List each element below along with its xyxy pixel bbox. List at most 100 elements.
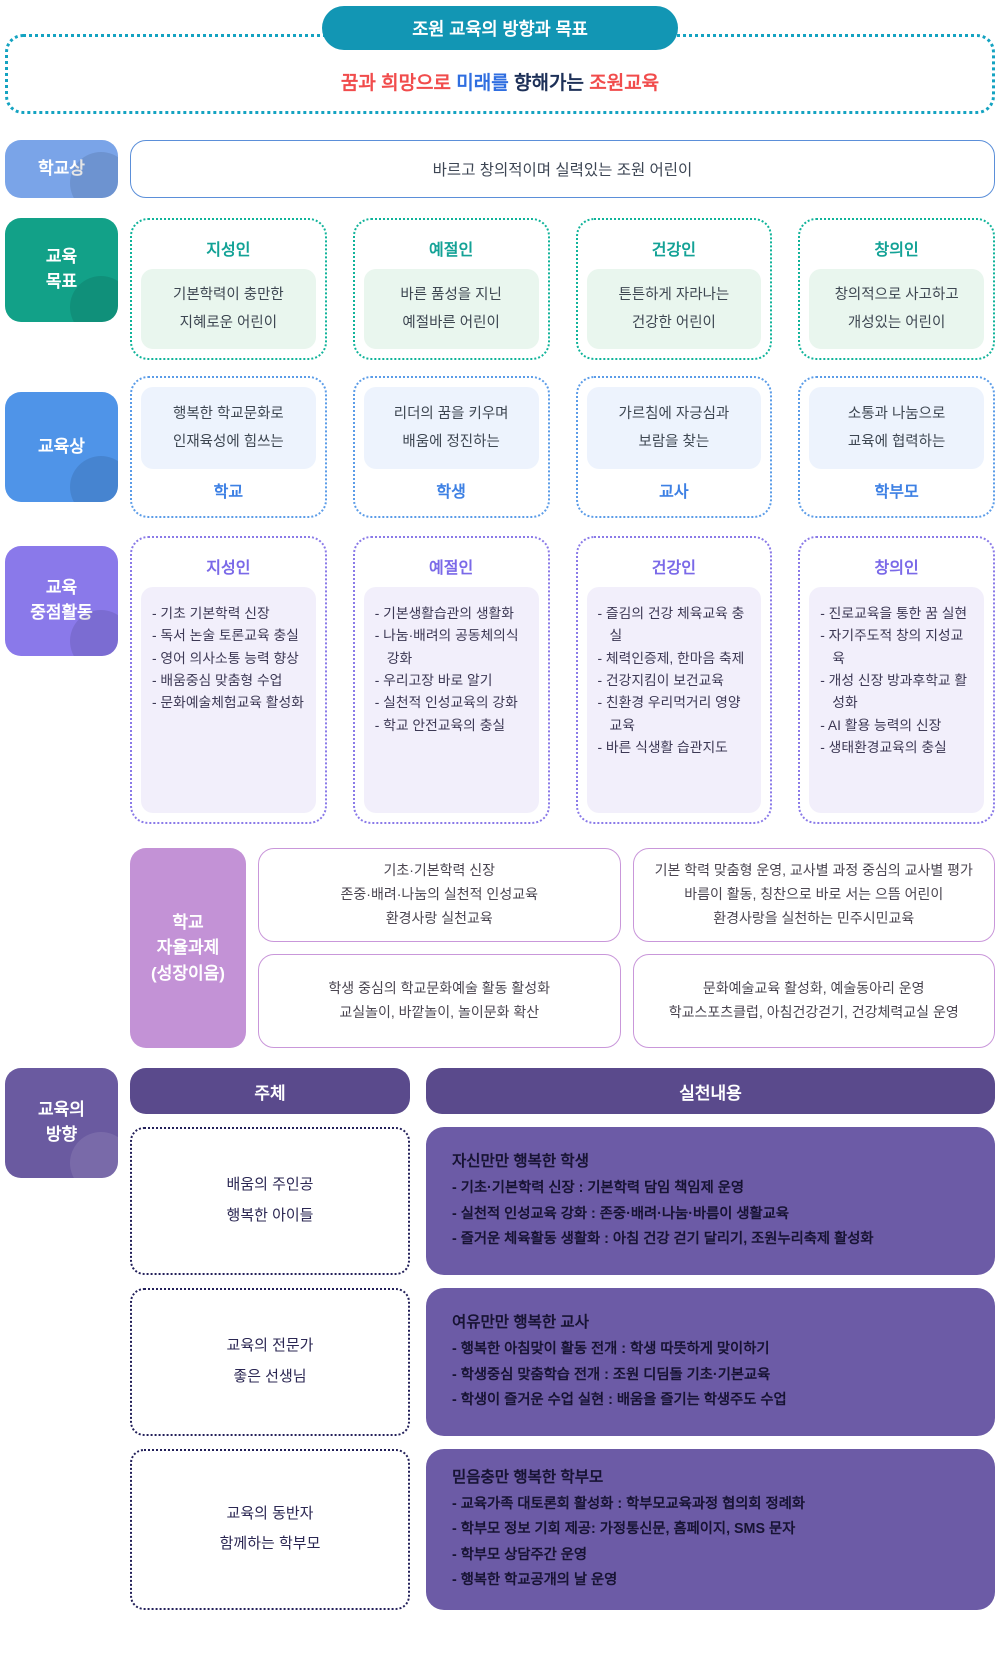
focus-bullet: - 배움중심 맞춤형 수업 xyxy=(152,673,283,689)
edu-image-grid: 행복한 학교문화로 인재육성에 힘쓰는 학교 리더의 꿈을 키우며 배움에 정진… xyxy=(130,376,995,518)
direction-content: 믿음충만 행복한 학부모 - 교육가족 대토론회 활성화 : 학부모교육과정 협… xyxy=(426,1449,995,1610)
focus-bullet: - 친환경 우리먹거리 영양교육 xyxy=(597,695,741,733)
direction-bullet: - 실천적 인성교육 강화 : 존중·배려·나눔·바름이 생활교육 xyxy=(452,1205,790,1222)
focus-bullet: - 바른 식생활 습관지도 xyxy=(597,740,728,756)
focus-card: 지성인 - 기초 기본학력 신장 - 독서 논술 토론교육 충실 - 영어 의사… xyxy=(130,536,327,824)
autonomy-box: 문화예술교육 활성화, 예술동아리 운영 학교스포츠클럽, 아침건강걷기, 건강… xyxy=(632,954,995,1048)
edu-image-title: 학교 xyxy=(213,484,244,501)
edu-goals-grid: 지성인 기본학력이 충만한 지혜로운 어린이 예절인 바른 품성을 지닌 예절바… xyxy=(130,218,995,360)
edu-image-title: 학생 xyxy=(436,484,466,501)
focus-activities-section: 교육 중점활동 지성인 - 기초 기본학력 신장 - 독서 논술 토론교육 충실… xyxy=(5,536,995,824)
edu-image-card: 소통과 나눔으로 교육에 협력하는 학부모 xyxy=(798,376,995,518)
edu-image-section: 교육상 행복한 학교문화로 인재육성에 힘쓰는 학교 리더의 꿈을 키우며 배움… xyxy=(5,376,995,518)
direction-heading: 여유만만 행복한 교사 xyxy=(452,1314,589,1332)
goal-title: 예절인 xyxy=(429,242,474,259)
column-header-content: 실천내용 xyxy=(426,1068,995,1114)
focus-title: 창의인 xyxy=(874,560,919,577)
edu-image-desc: 리더의 꿈을 키우며 배움에 정진하는 xyxy=(363,387,539,469)
focus-card: 예절인 - 기본생활습관의 생활화 - 나눔·배려의 공동체의식 강화 - 우리… xyxy=(352,536,550,824)
slogan-part-4: 조원교육 xyxy=(589,72,660,94)
page-title: 조원 교육의 방향과 목표 xyxy=(322,6,678,50)
focus-bullet: - 독서 논술 토론교육 충실 xyxy=(152,628,299,644)
slogan-part-3: 향해가는 xyxy=(514,72,590,94)
goal-desc: 바른 품성을 지닌 예절바른 어린이 xyxy=(363,269,539,349)
edu-image-title: 학부모 xyxy=(874,484,919,501)
edu-image-card: 가르침에 자긍심과 보람을 찾는 교사 xyxy=(575,376,773,518)
edu-image-label: 교육상 xyxy=(5,392,118,502)
focus-activities-label: 교육 중점활동 xyxy=(5,546,118,656)
focus-bullet-list: - 진로교육을 통한 꿈 실현 - 자기주도적 창의 지성교육 - 개성 신장 … xyxy=(809,587,984,813)
focus-title: 지성인 xyxy=(206,560,251,577)
autonomy-box: 기본 학력 맞춤형 운영, 교사별 과정 중심의 교사별 평가 바름이 활동, … xyxy=(632,848,995,942)
slogan: 꿈과 희망으로 미래를 향해가는 조원교육 xyxy=(341,68,659,95)
school-image-text: 바르고 창의적이며 실력있는 조원 어린이 xyxy=(130,140,995,198)
autonomy-section: 학교 자율과제 (성장이음) 기초·기본학력 신장 존중·배려·나눔의 실천적 … xyxy=(130,848,995,1048)
focus-bullet-list: - 기초 기본학력 신장 - 독서 논술 토론교육 충실 - 영어 의사소통 능… xyxy=(141,587,316,813)
edu-image-desc: 가르침에 자긍심과 보람을 찾는 xyxy=(586,387,762,469)
edu-image-card: 리더의 꿈을 키우며 배움에 정진하는 학생 xyxy=(352,376,550,518)
slogan-part-1: 꿈과 희망으로 xyxy=(340,72,457,94)
focus-bullet-list: - 즐김의 건강 체육교육 충실 - 체력인증제, 한마음 축제 - 건강지킴이… xyxy=(586,587,762,813)
focus-bullet: - 자기주도적 창의 지성교육 xyxy=(820,628,964,666)
focus-bullet: - 생태환경교육의 충실 xyxy=(820,740,947,756)
direction-content: 여유만만 행복한 교사 - 행복한 아침맞이 활동 전개 : 학생 따뜻하게 맞… xyxy=(426,1288,995,1436)
direction-section: 교육의 방향 주체 실천내용 배움의 주인공 행복한 아이들 자신만만 행복한 … xyxy=(5,1068,995,1610)
header-section: 조원 교육의 방향과 목표 꿈과 희망으로 미래를 향해가는 조원교육 xyxy=(5,6,995,114)
focus-bullet: - 나눔·배려의 공동체의식 강화 xyxy=(374,628,519,666)
focus-bullet: - 체력인증제, 한마음 축제 xyxy=(597,650,745,666)
autonomy-grid: 기초·기본학력 신장 존중·배려·나눔의 실천적 인성교육 환경사랑 실천교육 … xyxy=(258,848,995,1048)
direction-bullet: - 학생중심 맞춤학습 전개 : 조원 디딤돌 기초·기본교육 xyxy=(452,1366,771,1383)
focus-title: 예절인 xyxy=(429,560,474,577)
direction-label: 교육의 방향 xyxy=(5,1068,118,1178)
focus-title: 건강인 xyxy=(651,560,696,577)
edu-image-desc: 행복한 학교문화로 인재육성에 힘쓰는 xyxy=(141,387,316,469)
goal-desc: 튼튼하게 자라나는 건강한 어린이 xyxy=(586,269,762,349)
focus-bullet: - 개성 신장 방과후학교 활성화 xyxy=(820,673,968,711)
focus-bullet: - 학교 안전교육의 충실 xyxy=(374,717,506,733)
direction-bullet: - 학부모 정보 기회 제공: 가정통신문, 홈페이지, SMS 문자 xyxy=(452,1521,796,1538)
slogan-part-2: 미래를 xyxy=(456,72,515,94)
focus-bullet: - AI 활용 능력의 신장 xyxy=(820,717,942,733)
direction-bullet: - 즐거운 체육활동 생활화 : 아침 건강 걷기 달리기, 조원누리축제 활성… xyxy=(452,1231,874,1248)
edu-image-desc: 소통과 나눔으로 교육에 협력하는 xyxy=(809,387,984,469)
focus-bullet: - 실천적 인성교육의 강화 xyxy=(374,695,518,711)
school-image-section: 학교상 바르고 창의적이며 실력있는 조원 어린이 xyxy=(5,140,995,198)
direction-bullet: - 학생이 즐거운 수업 실현 : 배움을 즐기는 학생주도 수업 xyxy=(452,1392,787,1409)
column-header-subject: 주체 xyxy=(130,1068,410,1114)
goal-card: 지성인 기본학력이 충만한 지혜로운 어린이 xyxy=(130,218,327,360)
goal-card: 예절인 바른 품성을 지닌 예절바른 어린이 xyxy=(352,218,550,360)
autonomy-label: 학교 자율과제 (성장이음) xyxy=(130,848,246,1048)
direction-bullet: - 행복한 학교공개의 날 운영 xyxy=(452,1572,618,1589)
edu-goals-section: 교육 목표 지성인 기본학력이 충만한 지혜로운 어린이 예절인 바른 품성을 … xyxy=(5,218,995,360)
focus-bullet: - 진로교육을 통한 꿈 실현 xyxy=(820,606,968,621)
focus-bullet: - 건강지킴이 보건교육 xyxy=(597,673,725,689)
direction-content: 자신만만 행복한 학생 - 기초·기본학력 신장 : 기본학력 담임 책임제 운… xyxy=(426,1127,995,1275)
school-image-label: 학교상 xyxy=(5,140,118,198)
direction-subject: 교육의 동반자 함께하는 학부모 xyxy=(130,1449,410,1610)
focus-activities-grid: 지성인 - 기초 기본학력 신장 - 독서 논술 토론교육 충실 - 영어 의사… xyxy=(130,536,995,824)
direction-bullet: - 학부모 상담주간 운영 xyxy=(452,1546,588,1563)
goal-title: 건강인 xyxy=(651,242,696,259)
focus-card: 건강인 - 즐김의 건강 체육교육 충실 - 체력인증제, 한마음 축제 - 건… xyxy=(575,536,773,824)
edu-image-title: 교사 xyxy=(659,484,689,501)
goal-desc: 창의적으로 사고하고 개성있는 어린이 xyxy=(809,269,984,349)
goal-desc: 기본학력이 충만한 지혜로운 어린이 xyxy=(141,269,316,349)
focus-bullet: - 영어 의사소통 능력 향상 xyxy=(152,650,299,666)
direction-subject: 배움의 주인공 행복한 아이들 xyxy=(130,1127,410,1275)
focus-bullet: - 우리고장 바로 알기 xyxy=(374,673,493,689)
autonomy-box: 기초·기본학력 신장 존중·배려·나눔의 실천적 인성교육 환경사랑 실천교육 xyxy=(258,848,621,942)
autonomy-box: 학생 중심의 학교문화예술 활동 활성화 교실놀이, 바깥놀이, 놀이문화 확산 xyxy=(258,954,621,1048)
school-image-content: 바르고 창의적이며 실력있는 조원 어린이 xyxy=(130,140,995,198)
direction-heading: 자신만만 행복한 학생 xyxy=(452,1153,589,1171)
direction-bullet: - 기초·기본학력 신장 : 기본학력 담임 책임제 운영 xyxy=(452,1180,744,1197)
focus-bullet: - 기초 기본학력 신장 xyxy=(152,606,270,621)
focus-bullet: - 즐김의 건강 체육교육 충실 xyxy=(597,606,745,644)
direction-bullet: - 교육가족 대토론회 활성화 : 학부모교육과정 협의회 정례화 xyxy=(452,1496,805,1512)
goal-title: 창의인 xyxy=(874,242,919,259)
edu-image-card: 행복한 학교문화로 인재육성에 힘쓰는 학교 xyxy=(130,376,327,518)
goal-title: 지성인 xyxy=(206,242,251,259)
focus-card: 창의인 - 진로교육을 통한 꿈 실현 - 자기주도적 창의 지성교육 - 개성… xyxy=(798,536,995,824)
focus-bullet-list: - 기본생활습관의 생활화 - 나눔·배려의 공동체의식 강화 - 우리고장 바… xyxy=(363,587,539,813)
goal-card: 건강인 튼튼하게 자라나는 건강한 어린이 xyxy=(575,218,773,360)
